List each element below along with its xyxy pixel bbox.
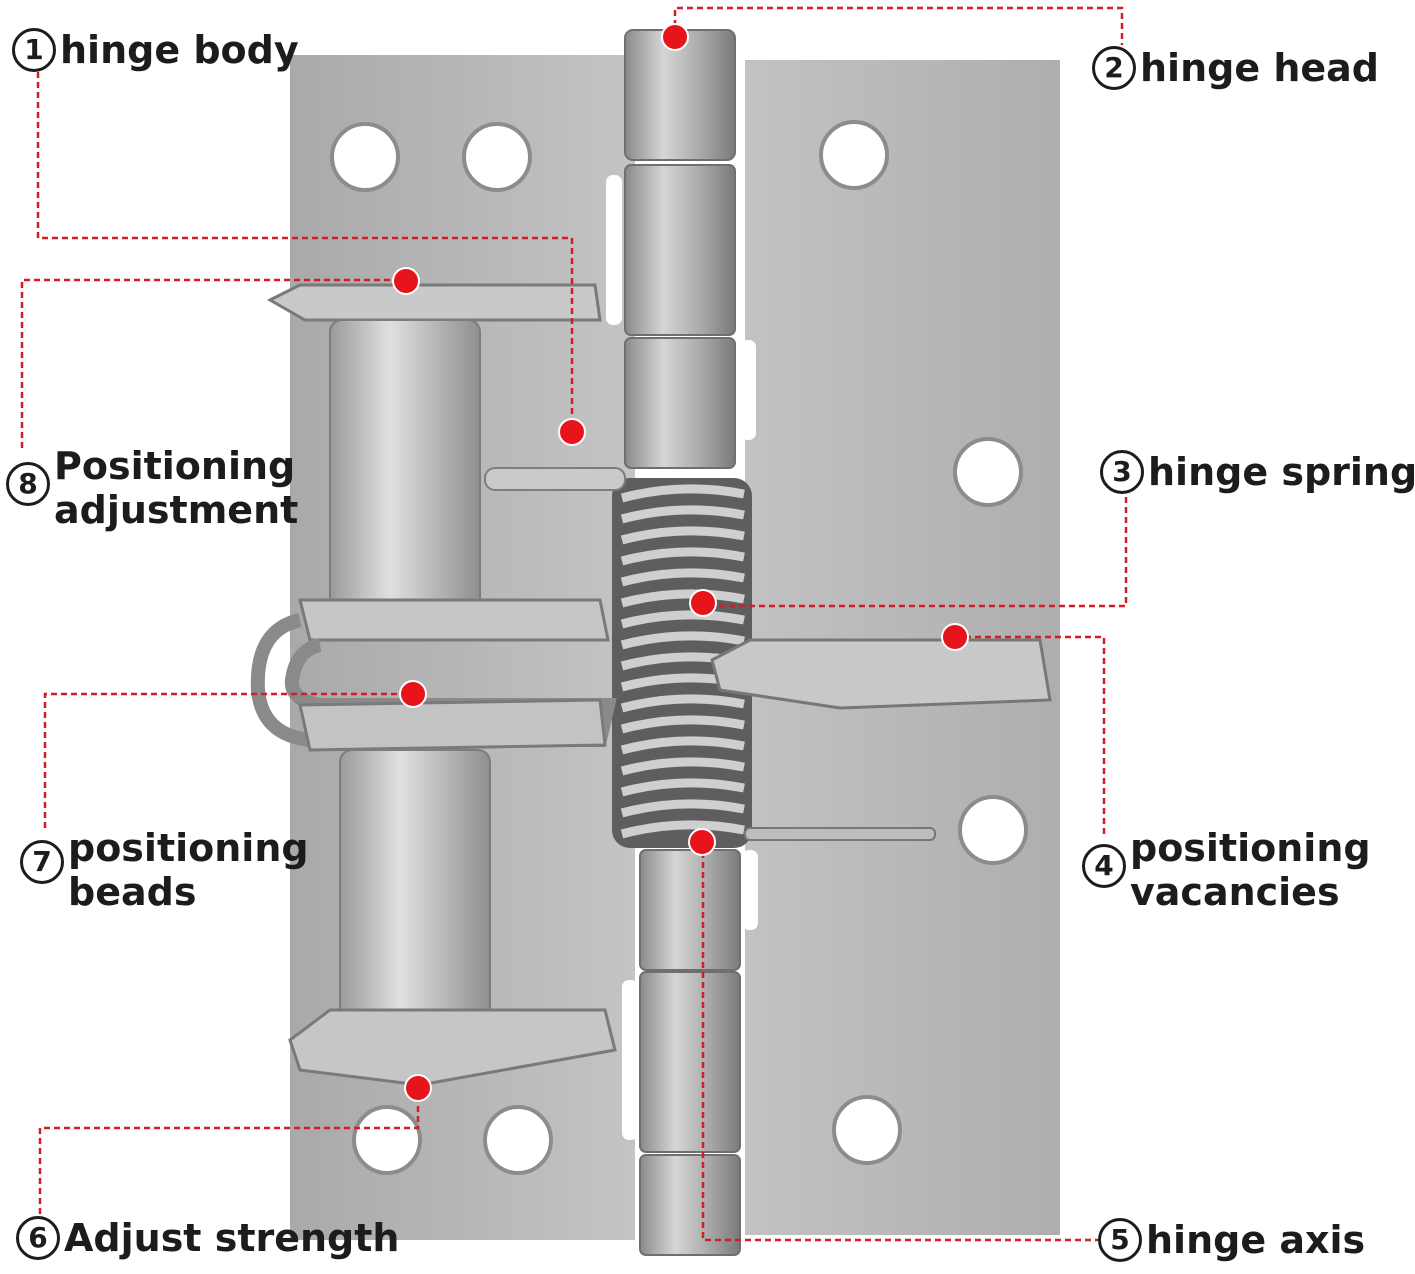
callout-number: 3 [1100, 450, 1144, 494]
screw-hole [332, 124, 398, 190]
screw-hole [821, 122, 887, 188]
screw-hole [960, 797, 1026, 863]
label-positioning-adjustment: 8 Positioning adjustment [6, 444, 298, 532]
callout-number: 5 [1098, 1218, 1142, 1262]
label-text: hinge axis [1146, 1218, 1365, 1262]
label-text: positioning [1130, 826, 1371, 870]
label-text: beads [68, 870, 309, 914]
callout-number: 4 [1082, 844, 1126, 888]
label-text: hinge spring [1148, 450, 1415, 494]
marker-positioning-vacancies [942, 624, 968, 650]
label-adjust-strength: 6 Adjust strength [16, 1216, 399, 1260]
label-text: adjustment [54, 488, 298, 532]
screw-hole [485, 1107, 551, 1173]
marker-hinge-axis [689, 829, 715, 855]
screw-hole [464, 124, 530, 190]
label-hinge-axis: 5 hinge axis [1098, 1218, 1365, 1262]
marker-positioning-adjustment [393, 268, 419, 294]
screw-hole [834, 1097, 900, 1163]
callout-number: 7 [20, 840, 64, 884]
marker-positioning-beads [400, 681, 426, 707]
leader-hinge-head [675, 8, 1122, 45]
marker-adjust-strength [405, 1075, 431, 1101]
label-hinge-head: 2 hinge head [1092, 46, 1379, 90]
screw-hole [354, 1107, 420, 1173]
marker-hinge-spring [690, 590, 716, 616]
callout-number: 6 [16, 1216, 60, 1260]
label-positioning-vacancies: 4 positioning vacancies [1082, 826, 1371, 914]
label-text: positioning [68, 826, 309, 870]
callout-number: 8 [6, 462, 50, 506]
label-text: vacancies [1130, 870, 1371, 914]
screw-hole [955, 439, 1021, 505]
marker-hinge-head [662, 24, 688, 50]
label-hinge-body: 1 hinge body [12, 28, 299, 72]
callout-number: 2 [1092, 46, 1136, 90]
label-text: Positioning [54, 444, 298, 488]
label-text: hinge head [1140, 46, 1379, 90]
label-text: hinge body [60, 28, 299, 72]
marker-hinge-body [559, 419, 585, 445]
label-text: Adjust strength [64, 1216, 399, 1260]
callout-number: 1 [12, 28, 56, 72]
label-hinge-spring: 3 hinge spring [1100, 450, 1415, 494]
label-positioning-beads: 7 positioning beads [20, 826, 309, 914]
